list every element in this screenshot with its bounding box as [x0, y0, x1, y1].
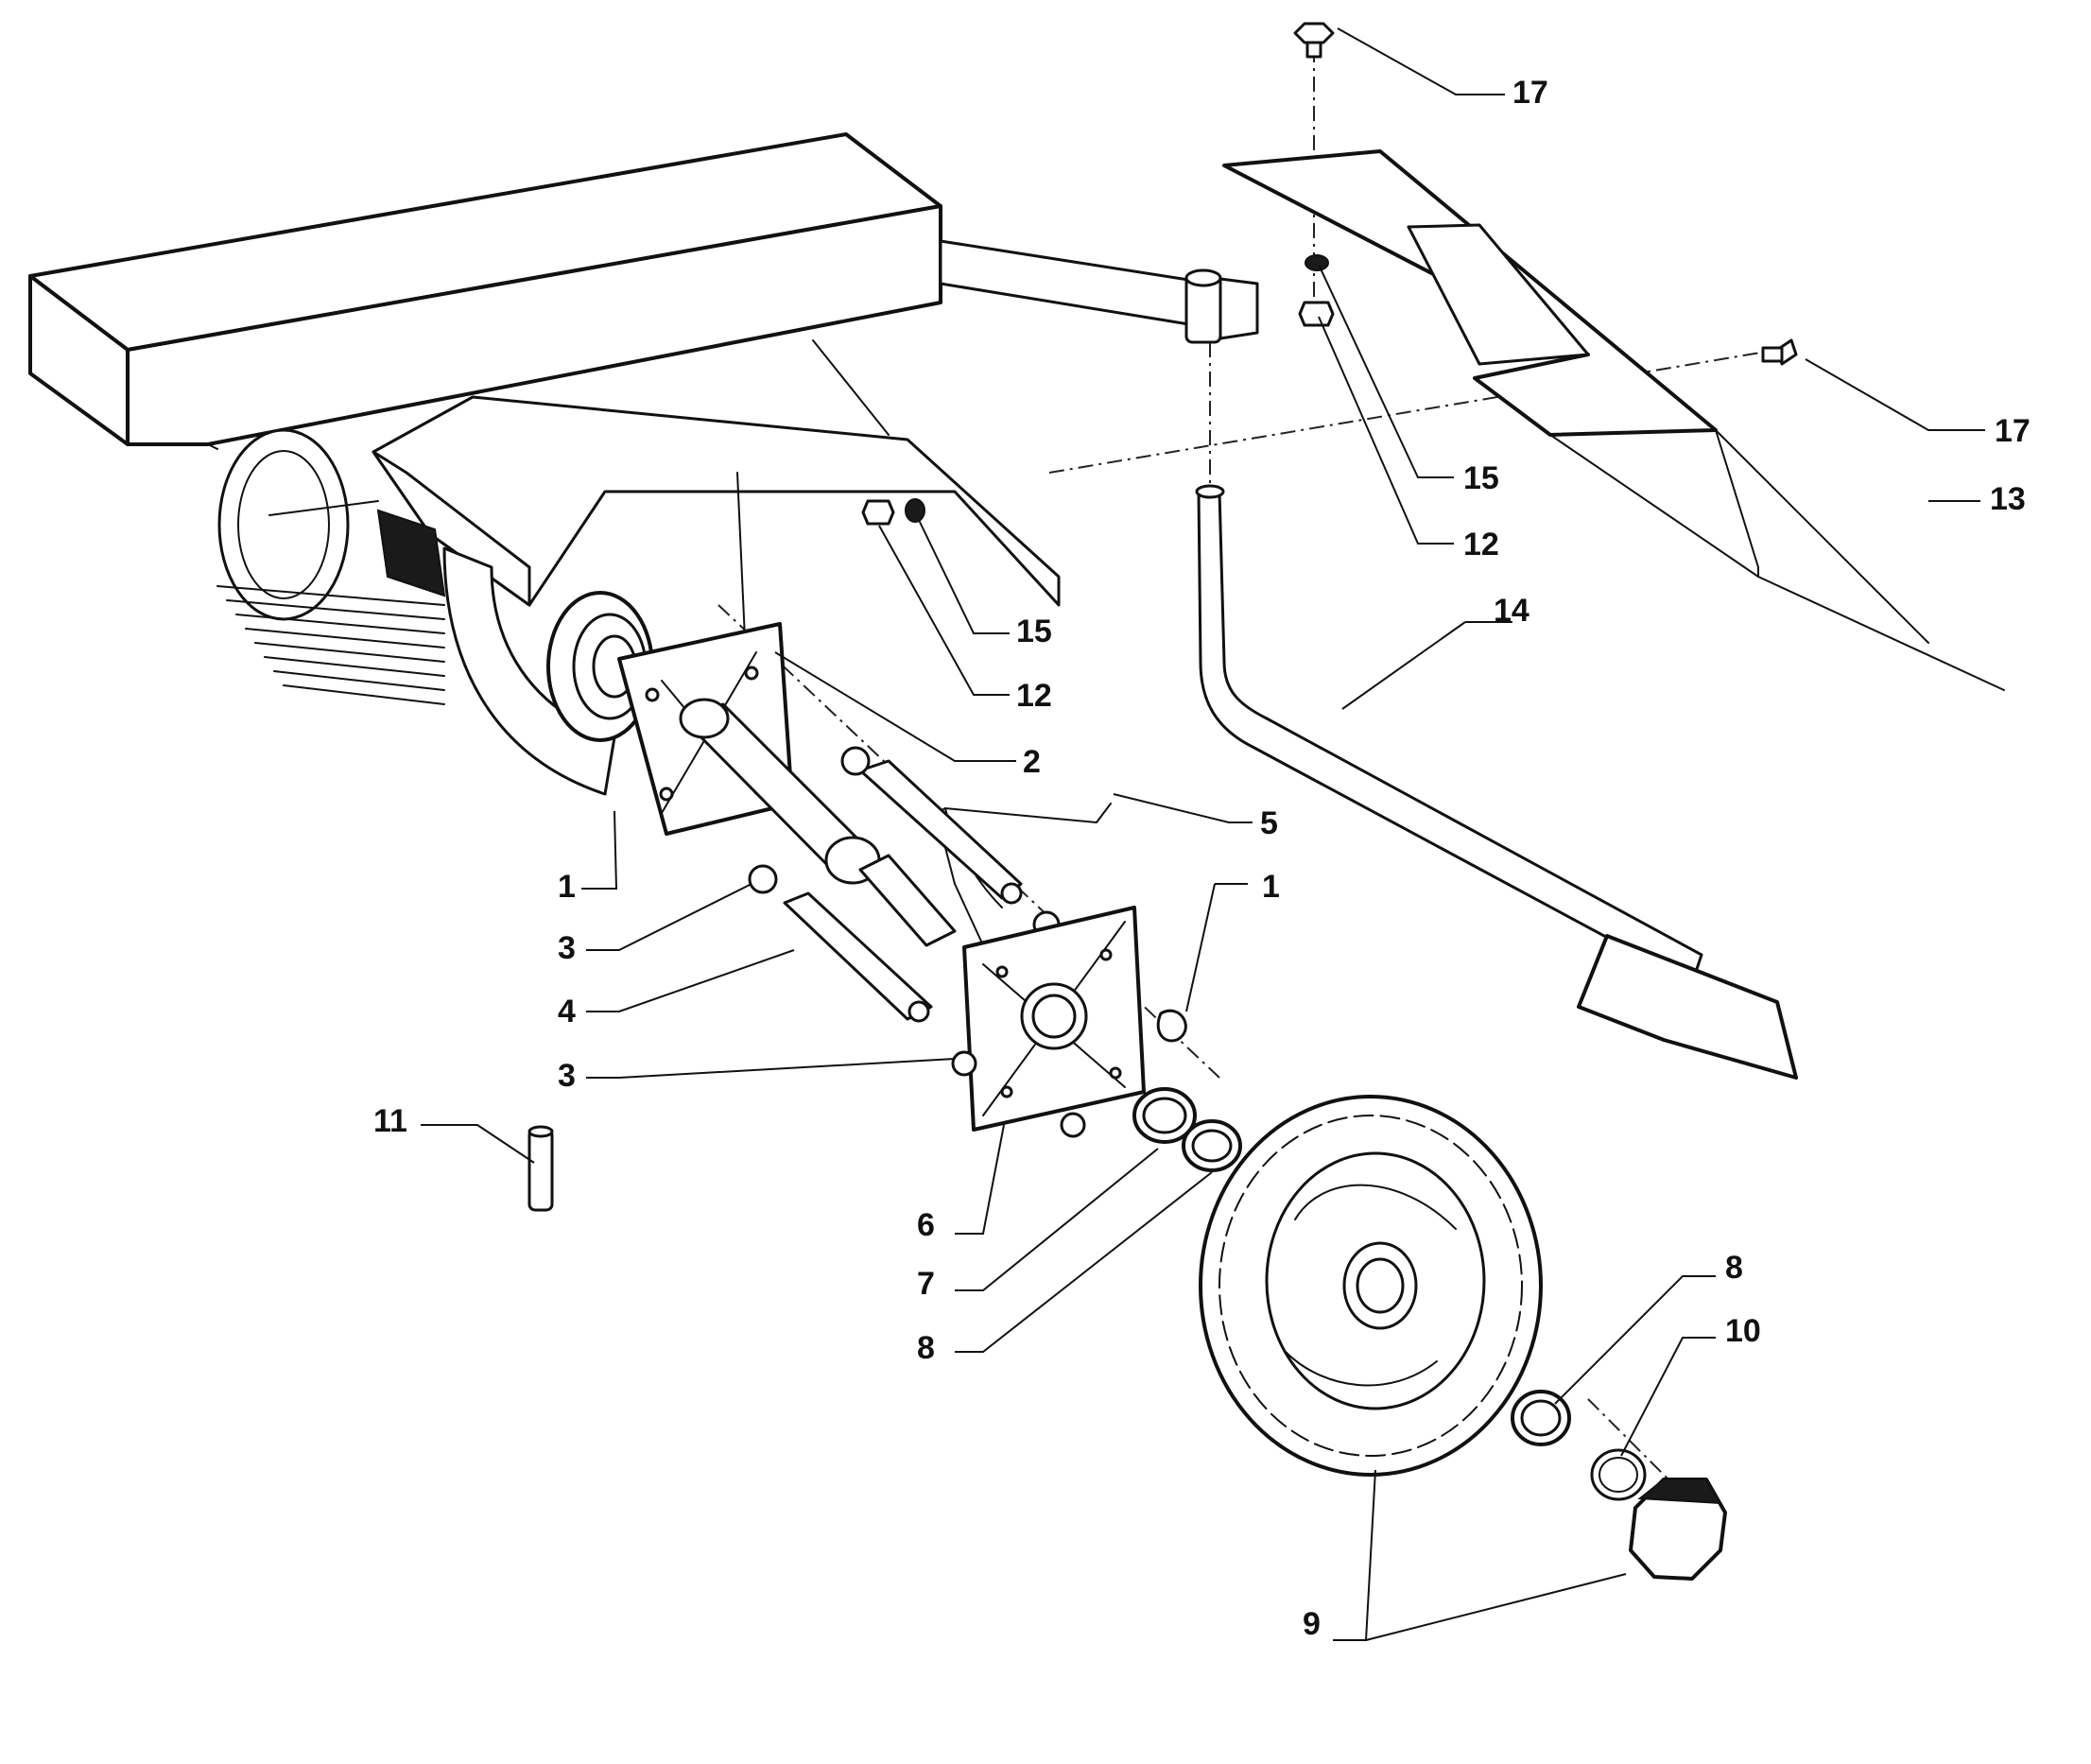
lock-washer-lower [905, 498, 925, 523]
callout-2: 2 [1023, 744, 1041, 780]
front-wheel [1199, 1095, 1543, 1477]
front-clip [1156, 1009, 1187, 1043]
callout-17-side: 17 [1995, 413, 2031, 449]
callout-15-lower: 15 [1016, 614, 1052, 649]
deflector-shield [1222, 149, 2005, 691]
callout-7: 7 [917, 1266, 935, 1302]
front-mounting-plate [951, 906, 1146, 1138]
pin [527, 1125, 554, 1212]
hub-cap [1629, 1478, 1727, 1581]
callout-labels: 17 17 15 12 13 14 15 12 2 5 1 1 3 4 3 11… [373, 75, 2031, 1642]
spacer-ring-inner [1182, 1119, 1242, 1172]
callout-8-outer: 8 [1725, 1250, 1743, 1286]
callout-3-upper: 3 [558, 930, 576, 966]
spreader-hopper [28, 132, 1259, 450]
retaining-ring [1590, 1448, 1647, 1501]
callout-14: 14 [1494, 593, 1529, 629]
bushing-inner [1132, 1087, 1197, 1144]
lock-washer-upper [1305, 254, 1329, 271]
callout-5: 5 [1260, 805, 1278, 841]
callout-12-upper: 12 [1463, 527, 1499, 562]
callout-11: 11 [373, 1103, 407, 1139]
rear-wheel [217, 428, 379, 621]
callout-4: 4 [558, 994, 576, 1029]
rake-tines [216, 509, 446, 705]
callout-6: 6 [917, 1207, 935, 1243]
callout-3-lower: 3 [558, 1058, 576, 1094]
nut-upper [1298, 301, 1335, 327]
bolt-side [1761, 338, 1798, 366]
tie-rod-lower [748, 864, 933, 1023]
handle-bar [1195, 484, 1798, 1080]
callout-1-rear: 1 [558, 869, 576, 905]
callout-8-inner: 8 [917, 1330, 935, 1366]
spreader-chute [372, 339, 1061, 796]
axle-tube [679, 698, 957, 947]
bolt-top [1293, 22, 1335, 59]
callout-12-lower: 12 [1016, 678, 1052, 714]
spacer-ring-outer [1511, 1390, 1571, 1446]
leader-lines [421, 27, 1985, 1641]
callout-1-front: 1 [1262, 869, 1280, 905]
nut-lower [861, 499, 895, 526]
callout-10: 10 [1725, 1313, 1761, 1349]
callout-15-upper: 15 [1463, 460, 1499, 496]
callout-13: 13 [1990, 481, 2026, 517]
callout-17-top: 17 [1512, 75, 1548, 111]
callout-9: 9 [1303, 1606, 1321, 1642]
